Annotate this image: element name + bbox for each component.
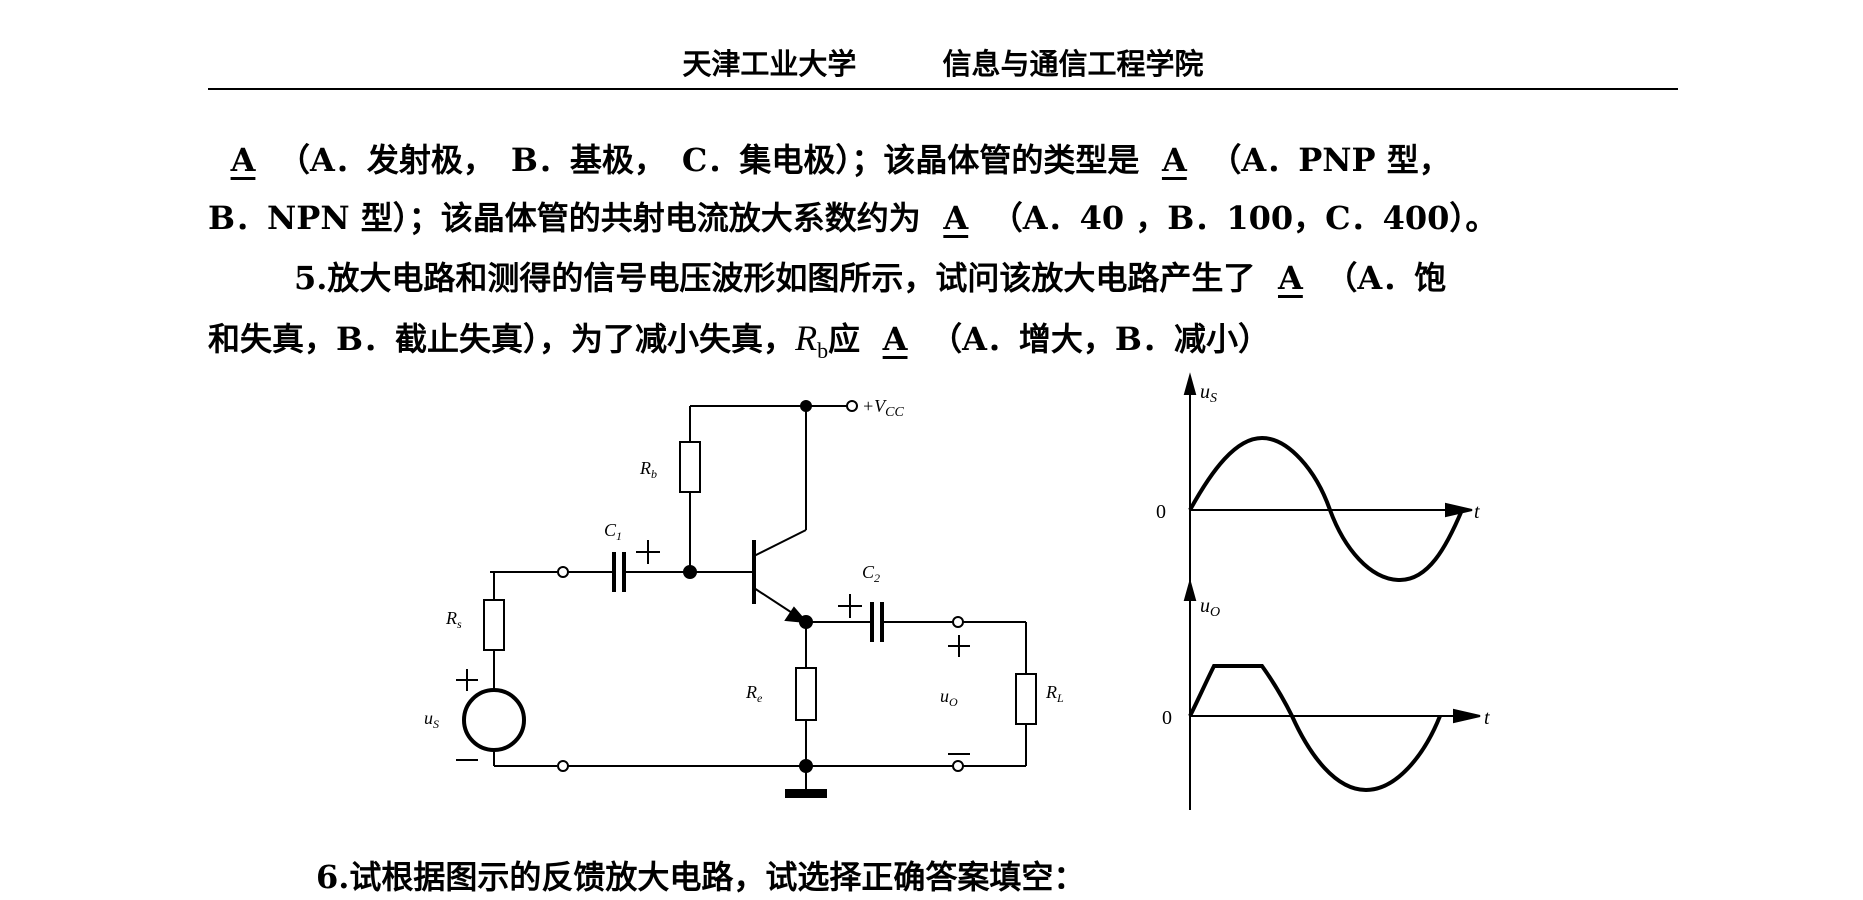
uo-label: uO	[940, 686, 958, 709]
c2-label: C2	[862, 562, 880, 585]
q5-text: （A．增大，B．减小）	[930, 320, 1270, 358]
origin-label-top: 0	[1156, 501, 1166, 523]
resistor-rs	[483, 599, 505, 651]
q4-line-2: B．NPN 型）；该晶体管的共射电流放大系数约为 A （A．40 ，B．100，C．…	[208, 198, 1678, 238]
time-label-bottom: t	[1484, 707, 1490, 729]
q4-text: （A．40 ，B．100，C．400）。	[990, 199, 1498, 237]
output-clipped-wave	[1188, 664, 1442, 793]
q4-text: B．NPN 型）；该晶体管的共射电流放大系数约为	[208, 199, 921, 237]
q4-line-1: A （A．发射极， B．基极， C．集电极）；该晶体管的类型是 A （A．PNP 型，	[208, 140, 1678, 180]
college-name: 信息与通信工程学院	[942, 47, 1204, 81]
page-header: 天津工业大学 信息与通信工程学院	[208, 40, 1678, 90]
input-sine-wave	[1188, 435, 1464, 583]
us-wave-label: uS	[1200, 381, 1217, 406]
waveform-axes	[1183, 372, 1481, 810]
rb-symbol: Rb	[795, 318, 829, 364]
c1-label: C1	[604, 520, 622, 543]
origin-label-bottom: 0	[1162, 707, 1172, 729]
answer-blank: A	[882, 320, 908, 358]
re-label: Re	[745, 682, 763, 705]
rl-label: RL	[1045, 682, 1064, 705]
rb-label: Rb	[639, 458, 657, 481]
q5-line-1: 5.放大电路和测得的信号电压波形如图所示，试问该放大电路产生了 A （A．饱	[294, 258, 1764, 298]
uo-wave-label: uO	[1200, 595, 1220, 620]
q4-text: （A．PNP 型，	[1209, 141, 1451, 179]
resistor-rl	[1015, 673, 1037, 725]
q6-text: 6.试根据图示的反馈放大电路，试选择正确答案填空：	[316, 858, 1086, 896]
university-name: 天津工业大学	[682, 47, 857, 81]
q5-text: 和失真，B．截止失真），为了减小失真，	[208, 320, 796, 358]
answer-blank: A	[230, 141, 256, 179]
ground-symbol	[785, 789, 827, 798]
time-label-top: t	[1474, 501, 1480, 523]
us-label: uS	[424, 708, 439, 731]
q5-text: 应	[828, 320, 861, 358]
resistor-re	[795, 667, 817, 721]
answer-blank: A	[1161, 141, 1187, 179]
answer-blank: A	[1278, 259, 1303, 297]
q5-text: （A．饱	[1325, 259, 1447, 297]
q5-text: 5.放大电路和测得的信号电压波形如图所示，试问该放大电路产生了	[294, 259, 1256, 297]
amplifier-circuit	[456, 400, 1037, 798]
vcc-label: +VCC	[862, 396, 904, 420]
q4-text: （A．发射极， B．基极， C．集电极）；该晶体管的类型是	[278, 141, 1140, 179]
answer-blank: A	[943, 199, 969, 237]
resistor-rb	[679, 441, 701, 493]
rs-label: Rs	[445, 608, 462, 631]
signal-source	[462, 688, 526, 752]
